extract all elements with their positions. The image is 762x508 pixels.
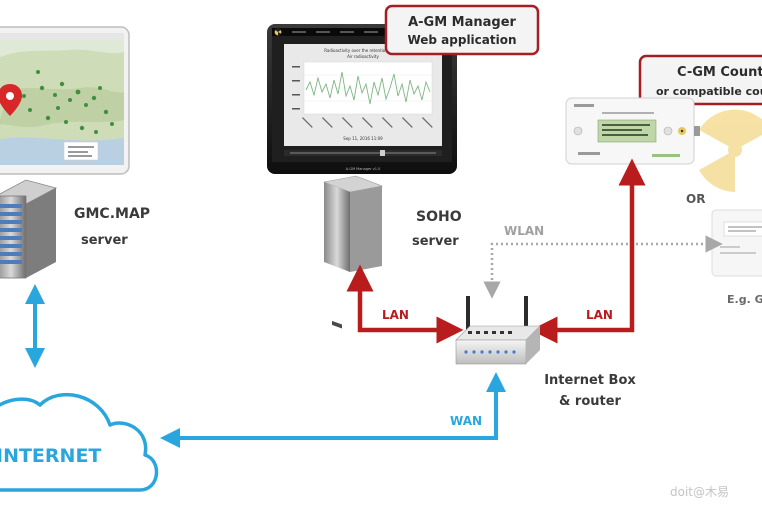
cgm-counter-callout (638, 54, 762, 106)
agm-subtitle: Web application (407, 33, 516, 47)
soho-server-icon (322, 175, 384, 329)
lan-right-arrow (530, 158, 646, 344)
gmc-map-label: GMC.MAP (74, 206, 150, 222)
cgm-subtitle: or compatible count (656, 85, 762, 98)
radiation-logo-icon (274, 28, 282, 36)
cgm-title: C-GM Counter (677, 65, 762, 80)
screen-chart-line (305, 71, 431, 105)
screen-date: Sep 11, 2016 11:09 (343, 136, 383, 141)
screen-chart-title-2: Air radioactivity (347, 54, 379, 59)
lan-right-label: LAN (586, 308, 613, 322)
router-label-1: Internet Box (544, 373, 636, 388)
map-pin-icon (0, 84, 22, 116)
screen-chart-title-1: Radioactivity over the retention period (324, 48, 402, 53)
agm-manager-callout (384, 4, 540, 56)
internet-label: INTERNET (0, 445, 101, 467)
agm-monitor: Radioactivity over the retention period … (267, 24, 457, 174)
wlan-label: WLAN (504, 224, 544, 238)
gmc-map-screen (0, 26, 130, 175)
cgm-counter-device (565, 97, 700, 165)
map-markers (22, 70, 114, 134)
wan-label: WAN (450, 414, 482, 428)
eg-label: E.g. GM (727, 293, 762, 306)
router-label-2: & router (559, 394, 621, 409)
gmc-map-server-icon (0, 179, 58, 279)
lan-left-arrow (346, 264, 464, 344)
gmc-map-server-label: server (81, 233, 128, 248)
soho-label: SOHO (416, 209, 462, 225)
or-label: OR (686, 192, 705, 206)
agm-title: A-GM Manager (408, 15, 516, 30)
watermark-text: doit@木易 (670, 485, 729, 499)
lan-left-label: LAN (382, 308, 409, 322)
wlan-arrow (483, 235, 723, 299)
soho-server-label: server (412, 234, 459, 249)
wan-arrow (160, 372, 506, 448)
alternate-counter-device (711, 209, 762, 277)
screen-footer: A-GM Manager v1.0 (346, 167, 381, 171)
internet-cloud-icon (0, 392, 159, 492)
router-icon (455, 296, 541, 365)
radiation-symbol-icon (694, 109, 762, 192)
